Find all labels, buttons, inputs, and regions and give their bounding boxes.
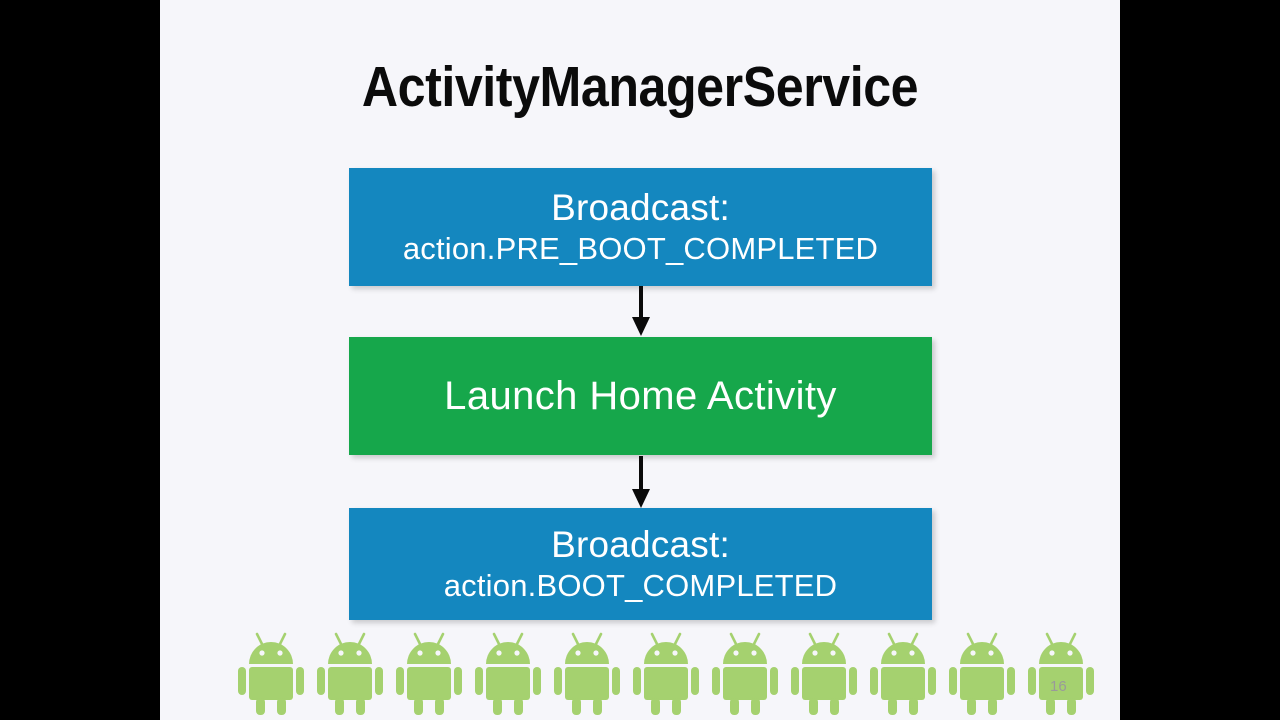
android-robot-icon <box>1028 632 1094 715</box>
flow-box-pre-boot-line2: action.PRE_BOOT_COMPLETED <box>402 231 879 266</box>
android-robot-icon <box>870 632 936 715</box>
flow-box-pre-boot-broadcast: Broadcast: action.PRE_BOOT_COMPLETED <box>349 168 932 286</box>
flow-box-launch-home-activity: Launch Home Activity <box>349 337 932 455</box>
flow-box-boot-line2: action.BOOT_COMPLETED <box>443 568 838 603</box>
presentation-slide: ActivityManagerService Broadcast: action… <box>160 0 1120 720</box>
letterbox-bar-left <box>0 0 160 720</box>
letterbox-bar-right <box>1120 0 1280 720</box>
android-robot-icon <box>791 632 857 715</box>
flow-box-boot-broadcast: Broadcast: action.BOOT_COMPLETED <box>349 508 932 620</box>
android-robot-icon <box>238 632 304 715</box>
flow-box-pre-boot-line1: Broadcast: <box>551 187 730 228</box>
android-robot-row <box>236 632 1106 716</box>
flow-box-launch-label: Launch Home Activity <box>444 374 837 418</box>
android-robot-icon <box>949 632 1015 715</box>
android-robot-icon <box>317 632 383 715</box>
android-robot-icon <box>475 632 541 715</box>
android-robot-icon <box>712 632 778 715</box>
android-robot-icon <box>396 632 462 715</box>
page-title: ActivityManagerService <box>361 55 919 119</box>
android-robot-icon <box>633 632 699 715</box>
android-robot-icon <box>554 632 620 715</box>
flow-box-boot-line1: Broadcast: <box>551 524 730 565</box>
slide-page-number: 16 <box>1050 678 1067 695</box>
